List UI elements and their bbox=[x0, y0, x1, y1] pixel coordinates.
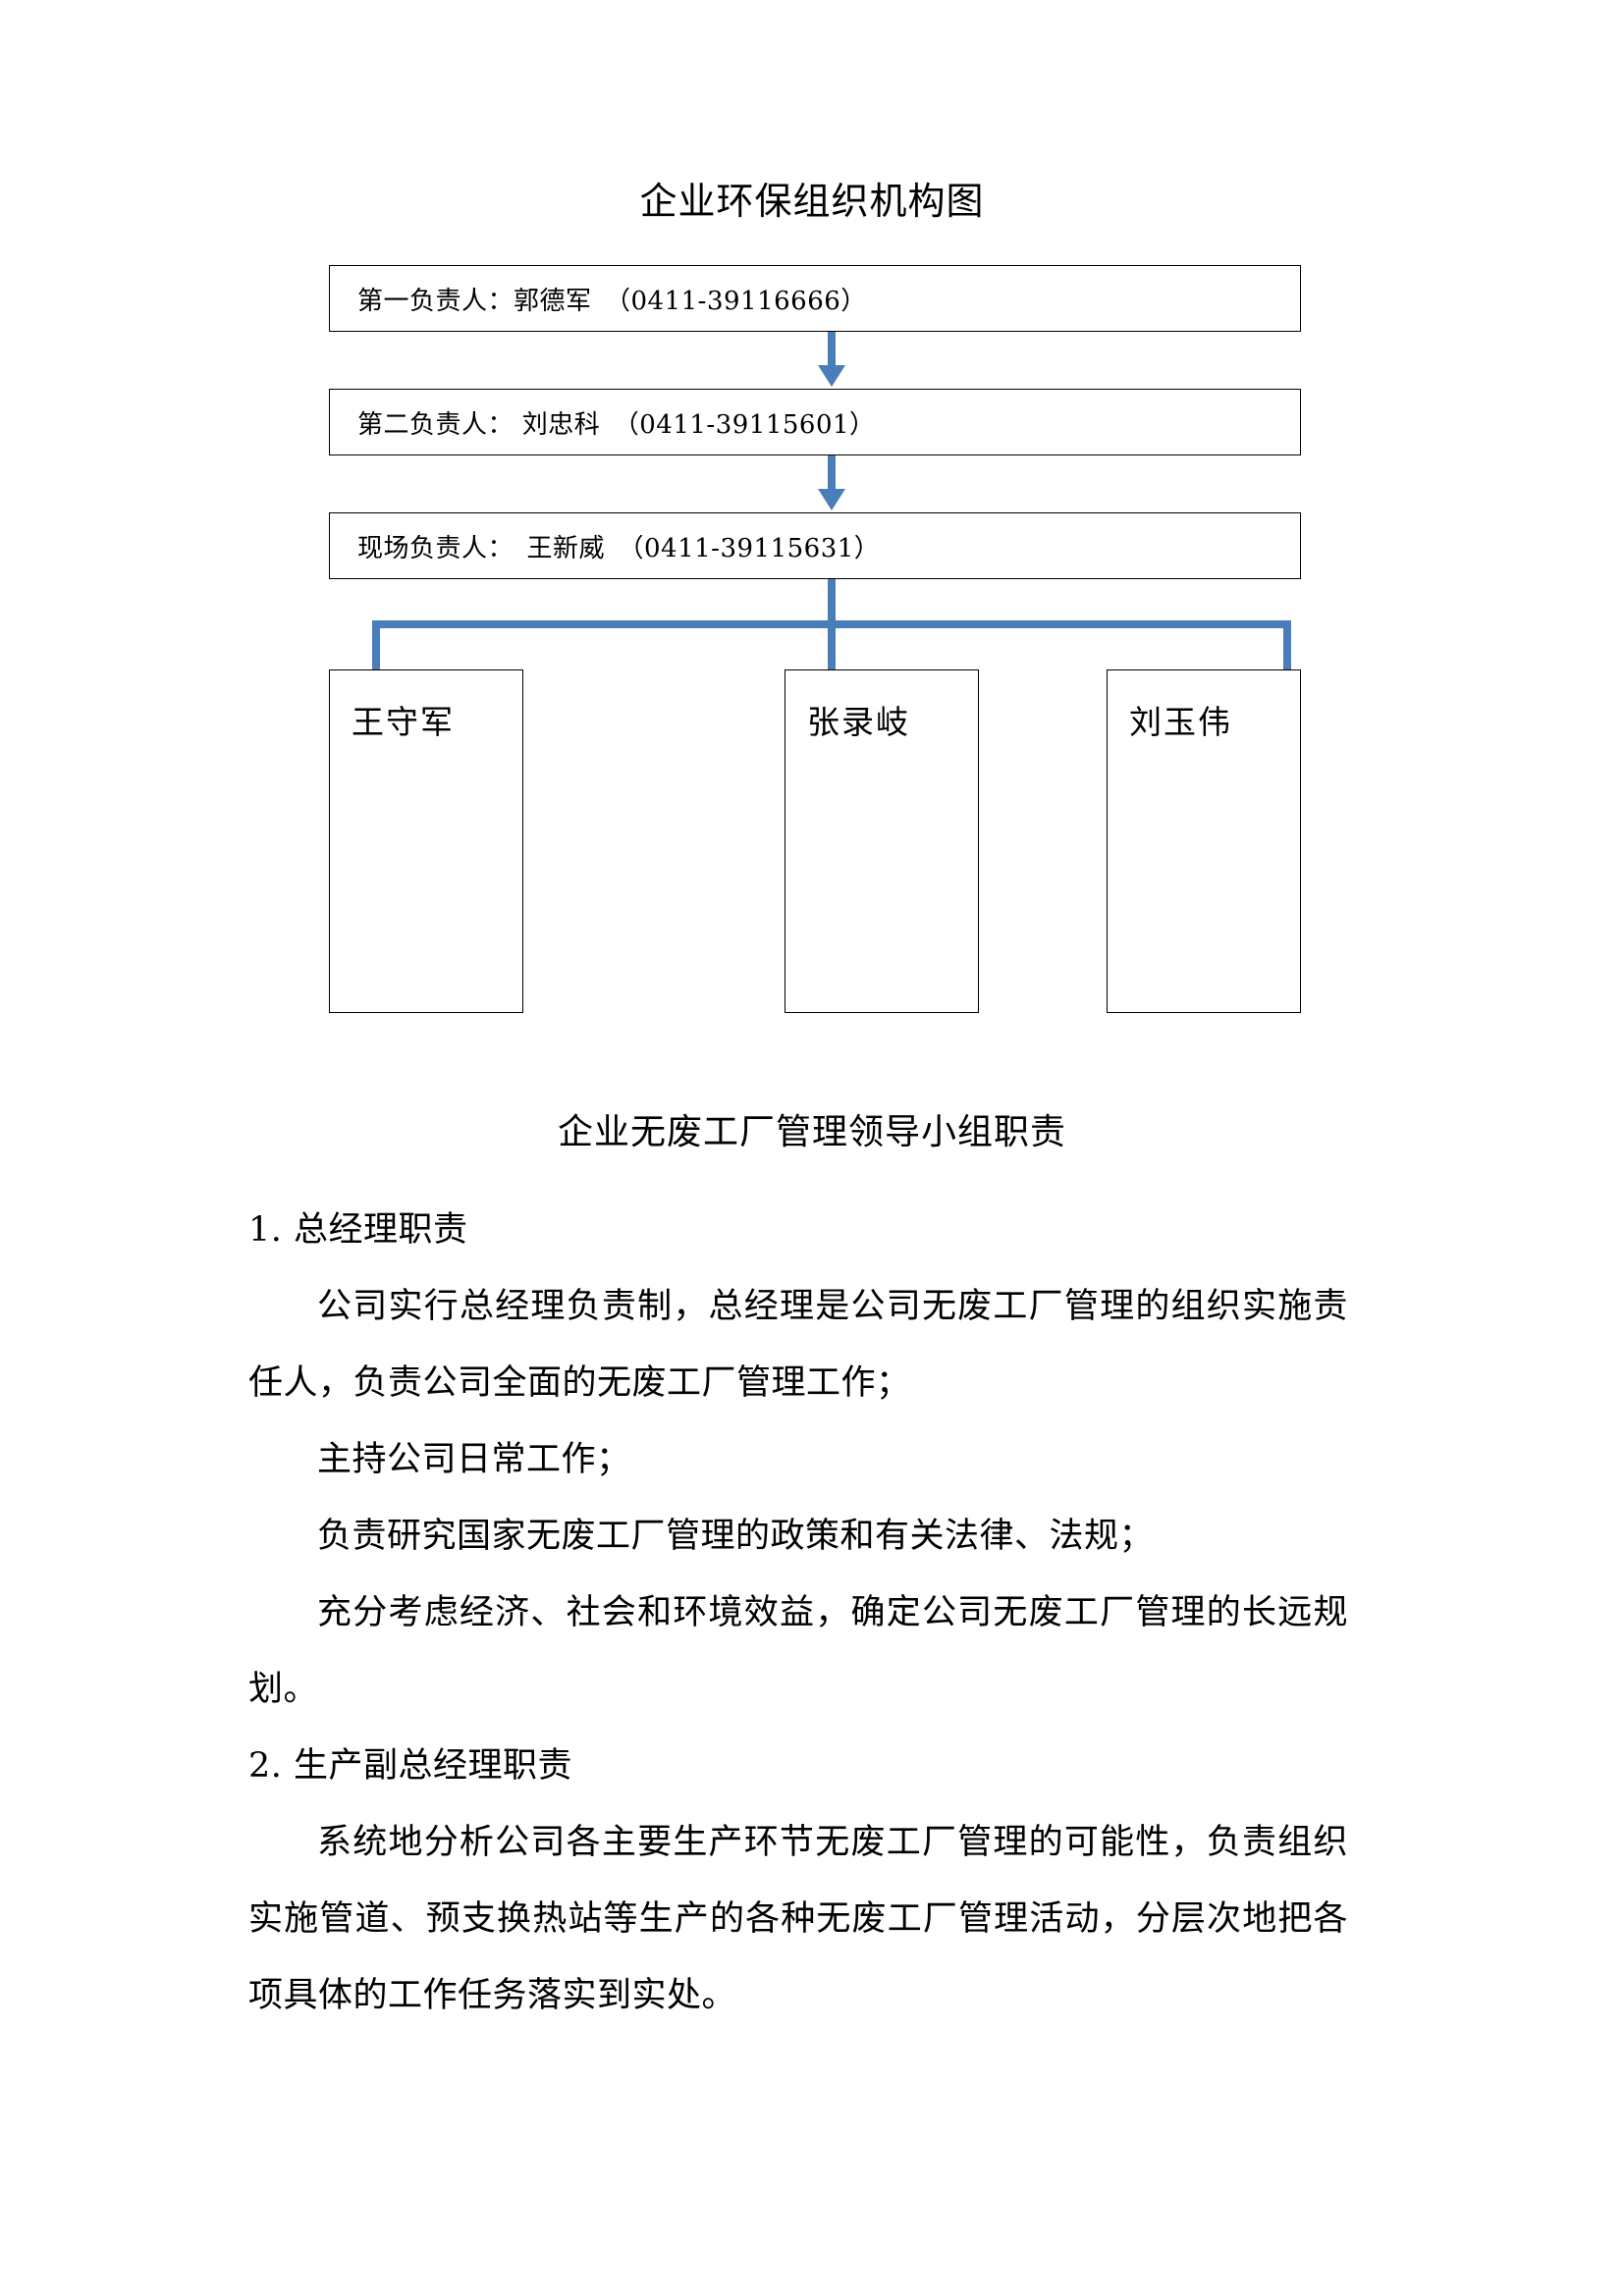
arrow-down-icon-1 bbox=[815, 332, 848, 389]
org-box-primary-lead: 第一负责人：郭德军 （0411-39116666） bbox=[329, 265, 1301, 332]
arrow-head bbox=[818, 489, 845, 510]
section-1-paragraph-1: 公司实行总经理负责制，总经理是公司无废工厂管理的组织实施责任人，负责公司全面的无… bbox=[248, 1287, 1348, 1403]
section-1-paragraph-4: 充分考虑经济、社会和环境效益，确定公司无废工厂管理的长远规划。 bbox=[248, 1593, 1348, 1709]
arrow-shaft bbox=[828, 332, 836, 369]
org-box-member-1: 王守军 bbox=[329, 669, 523, 1013]
connector-stem bbox=[828, 579, 836, 628]
arrow-down-icon-2 bbox=[815, 455, 848, 512]
section-1-paragraph-3: 负责研究国家无废工厂管理的政策和有关法律、法规； bbox=[317, 1517, 1155, 1556]
connector-drop-right bbox=[1283, 620, 1291, 675]
page-title: 企业环保组织机构图 bbox=[639, 180, 985, 223]
connector-drop-center bbox=[828, 620, 836, 675]
section-2-paragraph-1: 系统地分析公司各主要生产环节无废工厂管理的可能性，负责组织实施管道、预支换热站等… bbox=[248, 1823, 1348, 2015]
section-heading: 企业无废工厂管理领导小组职责 bbox=[557, 1112, 1066, 1152]
org-box-member-2: 张录岐 bbox=[785, 669, 979, 1013]
org-box-member-3: 刘玉伟 bbox=[1107, 669, 1301, 1013]
org-box-secondary-lead: 第二负责人： 刘忠科 （0411-39115601） bbox=[329, 389, 1301, 455]
section-1-paragraph-2: 主持公司日常工作； bbox=[317, 1440, 631, 1479]
section-2-heading: 2. 生产副总经理职责 bbox=[248, 1746, 573, 1786]
arrow-head bbox=[818, 365, 845, 387]
arrow-shaft bbox=[828, 455, 836, 493]
section-1-heading: 1. 总经理职责 bbox=[248, 1210, 468, 1250]
connector-drop-left bbox=[372, 620, 380, 675]
org-box-site-lead: 现场负责人： 王新威 （0411-39115631） bbox=[329, 512, 1301, 579]
org-chart: 第一负责人：郭德军 （0411-39116666） 第二负责人： 刘忠科 （04… bbox=[329, 265, 1301, 1021]
